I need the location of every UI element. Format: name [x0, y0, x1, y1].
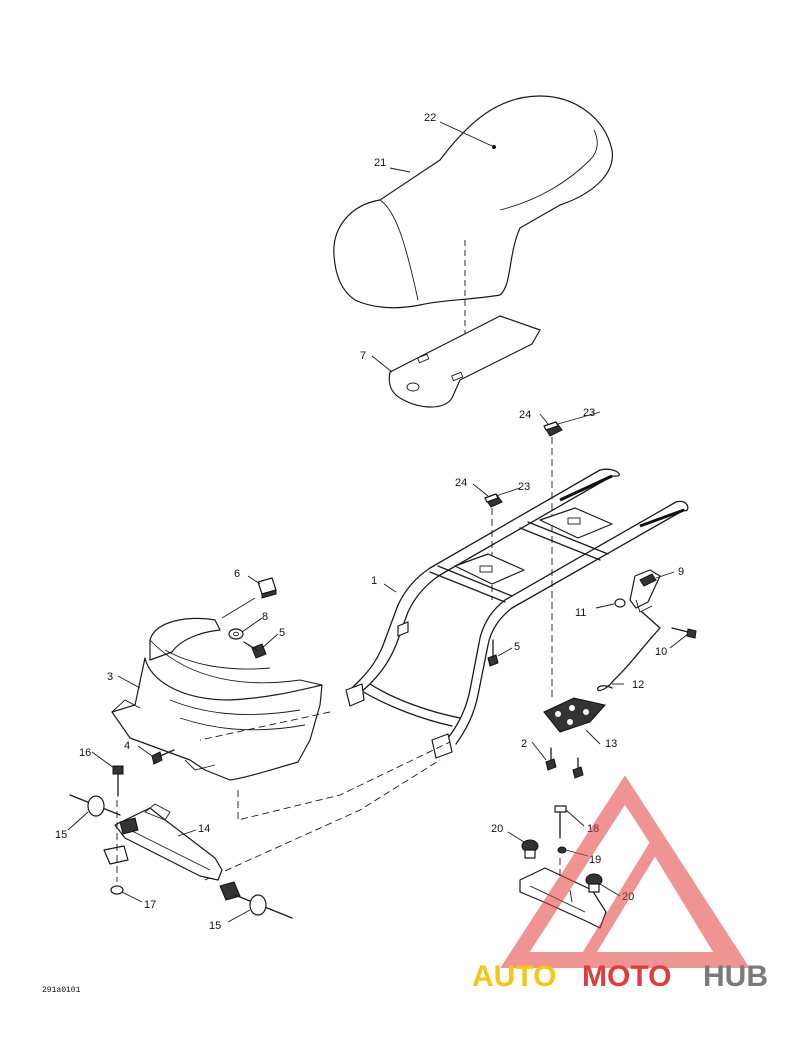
- washer-19: [557, 846, 567, 854]
- callout-3: 3: [107, 671, 113, 683]
- watermark-moto: MOTO: [582, 960, 671, 993]
- washer: [228, 628, 244, 640]
- callout-5: 5: [514, 641, 520, 653]
- callout-2: 2: [521, 738, 527, 750]
- callout-21: 21: [374, 157, 386, 169]
- callout-17: 17: [144, 899, 156, 911]
- callout-11: 11: [575, 607, 586, 619]
- screw-frame: [487, 639, 499, 667]
- callout-10: 10: [655, 646, 667, 658]
- callout-24: 24: [519, 409, 531, 421]
- callout-23: 23: [583, 407, 595, 419]
- axle-support: [114, 803, 241, 901]
- callout-13: 13: [605, 738, 617, 750]
- nut-17: [110, 885, 124, 895]
- callout-14: 14: [198, 823, 210, 835]
- callout-12: 12: [632, 679, 644, 691]
- callout-20: 20: [491, 823, 503, 835]
- callout-16: 16: [79, 747, 91, 759]
- seat-latch-point: [492, 145, 496, 149]
- screw-footpad-a: [545, 747, 557, 771]
- callout-23: 23: [518, 481, 530, 493]
- callout-8: 8: [262, 611, 268, 623]
- callout-9: 9: [678, 566, 684, 578]
- diagram-code: 291a0101: [42, 986, 81, 995]
- callout-4: 4: [124, 740, 130, 752]
- bolt-10: [671, 627, 697, 639]
- callout-7: 7: [360, 350, 366, 362]
- bumper-20-left: [521, 839, 539, 859]
- callout-6: 6: [234, 568, 240, 580]
- bolt-16: [112, 765, 124, 797]
- rubber-block: [257, 577, 277, 599]
- seat-base-plate: [388, 315, 541, 408]
- foot-pad: [543, 697, 606, 733]
- screw-left: [243, 641, 267, 659]
- seat-cushion: [333, 95, 613, 345]
- washer-11: [614, 598, 626, 608]
- callout-24: 24: [455, 477, 467, 489]
- watermark-text: AUTO MOTO HUB: [472, 960, 768, 993]
- seat-frame: [345, 468, 689, 759]
- rear-storage-bin: [111, 617, 323, 781]
- grommet-lower: [484, 493, 503, 508]
- guide-line-axle: [204, 759, 441, 881]
- watermark-auto: AUTO: [472, 960, 556, 993]
- leader-lines: [67, 121, 689, 923]
- screw-footpad-b: [572, 757, 584, 779]
- bushing-right: [234, 894, 293, 919]
- release-cable: [597, 611, 661, 692]
- watermark-hub: HUB: [703, 960, 768, 993]
- callout-5: 5: [279, 627, 285, 639]
- grommet-upper: [543, 421, 563, 437]
- bushing-left: [69, 794, 121, 817]
- screw-rear: [151, 749, 175, 765]
- callout-15: 15: [209, 920, 221, 932]
- guide-line-bin-2: [199, 711, 331, 741]
- guide-line-bin: [237, 741, 451, 821]
- watermark-logo: [500, 775, 750, 968]
- callout-22: 22: [424, 112, 436, 124]
- seat-latch: [629, 569, 661, 613]
- bumper-20-right: [585, 873, 603, 893]
- callout-15: 15: [55, 829, 67, 841]
- bracket-clip: [103, 845, 129, 865]
- bolt-18: [554, 805, 567, 839]
- callout-19: 19: [589, 854, 601, 866]
- callout-1: 1: [371, 575, 377, 587]
